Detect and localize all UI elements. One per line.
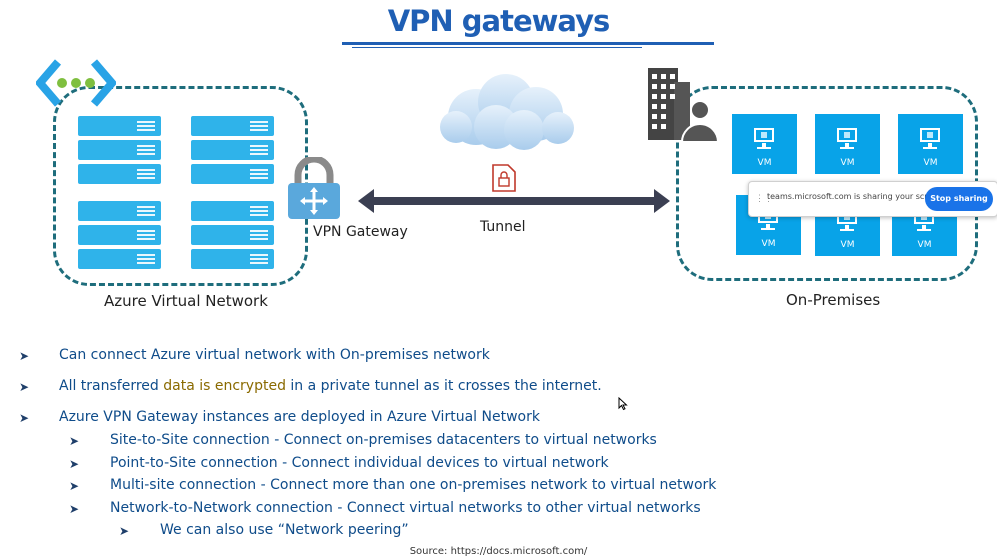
list-item-text: in a private tunnel as it crosses the in… xyxy=(285,378,602,394)
bullet-arrow-icon: ➤ xyxy=(69,479,80,493)
list-item: Multi-site connection - Connect more tha… xyxy=(110,477,717,493)
list-item: Site-to-Site connection - Connect on-pre… xyxy=(110,432,657,448)
stop-sharing-button[interactable]: Stop sharing xyxy=(925,187,993,211)
cursor-icon xyxy=(618,397,628,411)
onprem-label: On-Premises xyxy=(786,291,881,309)
list-item: We can also use “Network peering” xyxy=(160,522,409,538)
lock-icon xyxy=(288,157,340,219)
bullet-arrow-icon: ➤ xyxy=(69,457,80,471)
source-caption: Source: https://docs.microsoft.com/ xyxy=(409,546,588,557)
double-arrow-icon xyxy=(358,189,670,213)
list-item: Azure VPN Gateway instances are deployed… xyxy=(59,409,540,425)
list-item: Point-to-Site connection - Connect indiv… xyxy=(110,455,609,471)
vpn-gateway-label: VPN Gateway xyxy=(313,224,408,240)
vnet-icon xyxy=(36,59,116,107)
list-item: All transferred data is encrypted in a p… xyxy=(59,378,602,394)
vm-tile: VM xyxy=(898,114,963,174)
share-status-text: teams.microsoft.com is sharing your scre… xyxy=(767,192,945,201)
page-title: VPN gateways xyxy=(387,4,611,38)
azure-vnet-label: Azure Virtual Network xyxy=(104,292,268,310)
title-underline xyxy=(342,42,714,45)
bullet-arrow-icon: ➤ xyxy=(19,380,30,394)
drag-handle-icon[interactable]: ⋮⋮ xyxy=(755,193,773,203)
bullet-arrow-icon: ➤ xyxy=(19,349,30,363)
tunnel-label: Tunnel xyxy=(480,219,526,235)
bullet-arrow-icon: ➤ xyxy=(119,524,130,538)
list-item-text: All transferred xyxy=(59,378,164,394)
list-item: Network-to-Network connection - Connect … xyxy=(110,500,701,516)
highlighted-text: data is encrypted xyxy=(163,378,286,394)
bullet-arrow-icon: ➤ xyxy=(19,411,30,425)
list-item: Can connect Azure virtual network with O… xyxy=(59,347,490,363)
bullet-arrow-icon: ➤ xyxy=(69,434,80,448)
bullet-arrow-icon: ➤ xyxy=(69,502,80,516)
title-underline-thin xyxy=(352,47,642,48)
building-user-icon xyxy=(648,68,720,142)
encrypted-doc-icon xyxy=(492,164,516,192)
screen-share-bar: ⋮⋮ teams.microsoft.com is sharing your s… xyxy=(748,181,997,217)
cloud-icon xyxy=(440,74,574,150)
vm-tile: VM xyxy=(732,114,797,174)
vm-tile: VM xyxy=(815,114,880,174)
